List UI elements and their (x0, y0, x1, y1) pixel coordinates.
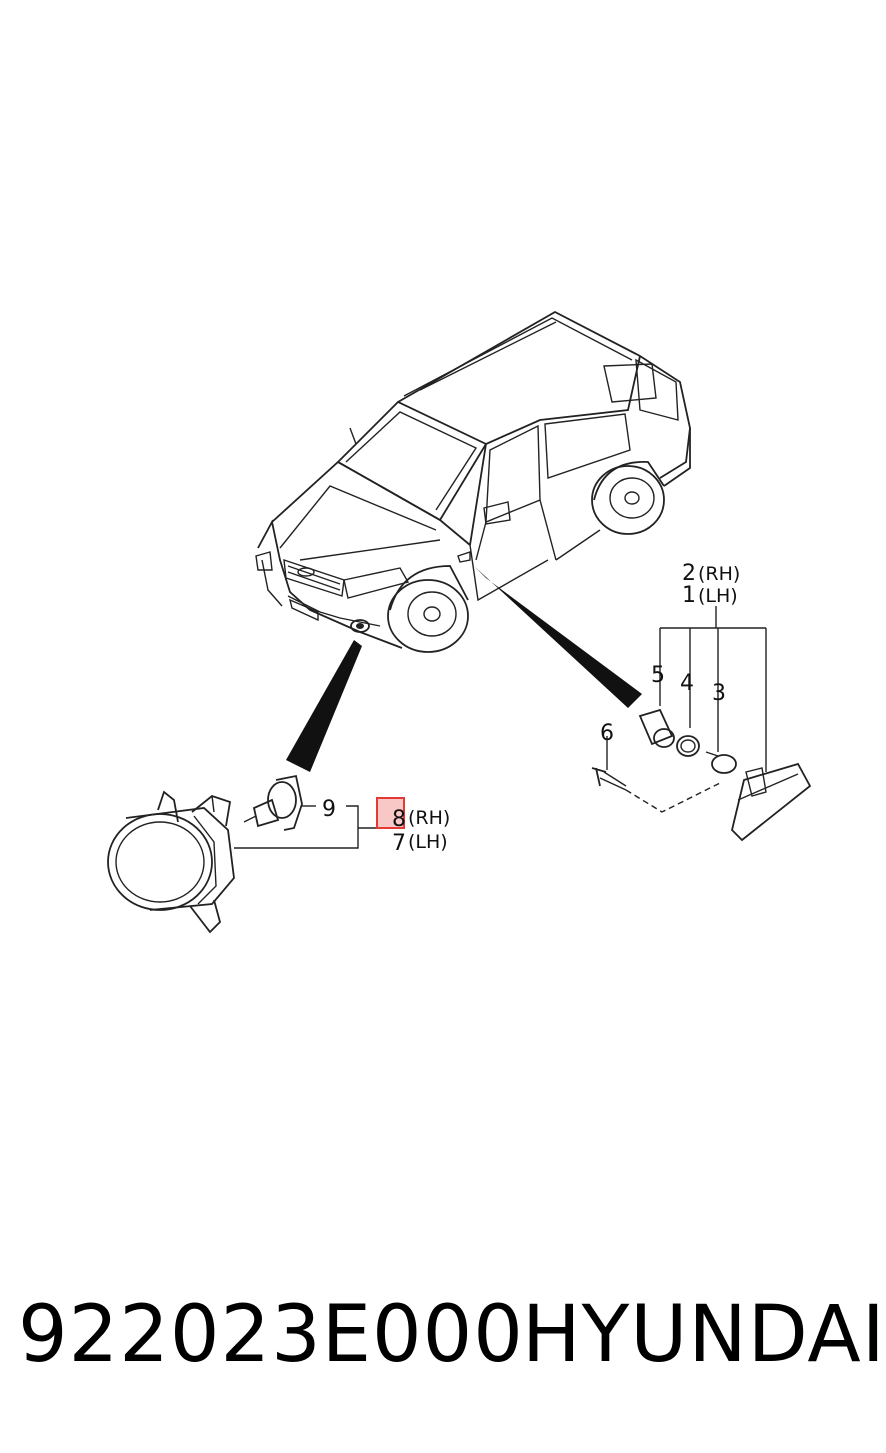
callout-9: 9 (322, 797, 336, 822)
side-marker-pointer-arrow (474, 566, 642, 708)
part-number: 922023E000 (18, 1290, 524, 1380)
fog-lamp-assembly (107, 774, 392, 934)
callout-5: 5 (651, 663, 665, 688)
callout-2-side: (RH) (698, 563, 740, 585)
fog-lamp-pointer-arrow (286, 640, 362, 772)
callout-2-rh: 2 (RH) (682, 561, 740, 586)
callout-3: 3 (712, 681, 726, 706)
vehicle-illustration (255, 310, 691, 653)
callout-8-side: (RH) (408, 807, 450, 829)
callout-8-rh: 8 (RH) (392, 807, 450, 832)
callout-8-highlight (376, 797, 405, 829)
callout-6: 6 (600, 721, 614, 746)
side-marker-assembly (591, 606, 812, 842)
brand-name: HYUNDAI (522, 1290, 886, 1380)
callout-7-side: (LH) (408, 831, 448, 853)
callout-7-lh: 7 (LH) (392, 831, 448, 856)
callout-8-number: 8 (392, 807, 406, 832)
callout-1-number: 1 (682, 583, 696, 608)
callout-7-number: 7 (392, 831, 406, 856)
callout-2-number: 2 (682, 561, 696, 586)
callout-1-side: (LH) (698, 585, 738, 607)
callout-1-lh: 1 (LH) (682, 583, 738, 608)
callout-4: 4 (680, 671, 694, 696)
